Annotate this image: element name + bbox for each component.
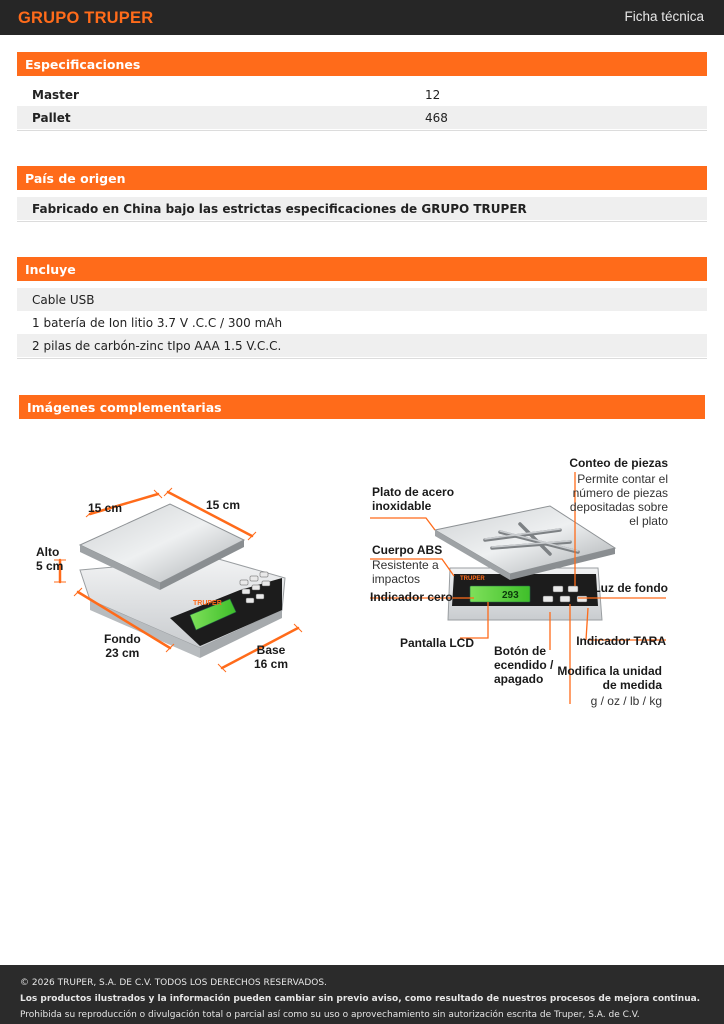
top-bar: GRUPO TRUPER Ficha técnica bbox=[0, 0, 724, 35]
spec-value: 468 bbox=[425, 111, 448, 125]
footer-legal: Prohibida su reproducción o divulgación … bbox=[20, 1010, 640, 1020]
caption-unit-note: g / oz / lb / kg bbox=[590, 694, 662, 708]
footer: © 2026 TRUPER, S.A. DE C.V. TODOS LOS DE… bbox=[0, 965, 724, 1024]
dimension-base: Base 16 cm bbox=[254, 643, 289, 671]
include-item: 1 batería de Ion litio 3.7 V .C.C / 300 … bbox=[32, 316, 283, 330]
spec-key: Master bbox=[32, 88, 79, 102]
divider bbox=[17, 358, 707, 359]
spec-row: Master 12 bbox=[17, 83, 707, 106]
dimension-width-left: 15 cm bbox=[88, 501, 123, 515]
scale-illustrations bbox=[54, 472, 666, 704]
section-header-includes: Incluye bbox=[17, 257, 707, 281]
list-item: 2 pilas de carbón-zinc tIpo AAA 1.5 V.C.… bbox=[17, 334, 707, 357]
spec-row: Pallet 468 bbox=[17, 106, 707, 129]
caption-count-note: Permite contar el número de piezas depos… bbox=[569, 472, 668, 528]
footer-notice: Los productos ilustrados y la informació… bbox=[20, 994, 701, 1004]
dimension-width-right: 15 cm bbox=[206, 498, 241, 512]
list-item: Cable USB bbox=[17, 288, 707, 311]
caption-count: Conteo de piezas bbox=[569, 456, 668, 470]
caption-plate: Plato de acero inoxidable bbox=[372, 485, 455, 513]
caption-lcd: Pantalla LCD bbox=[400, 636, 475, 650]
product-images: 15 cm 15 cm Alto 5 cm Fondo 23 cm Base 1… bbox=[30, 450, 710, 720]
origin-row: Fabricado en China bajo las estrictas es… bbox=[17, 197, 707, 220]
scale-logo-left: TRUPER bbox=[193, 600, 222, 607]
dimension-height: Alto 5 cm bbox=[36, 545, 64, 573]
caption-power: Botón de ecendido / apagado bbox=[494, 644, 554, 686]
scale-parts-view bbox=[370, 472, 666, 704]
divider bbox=[17, 221, 707, 222]
dimension-depth: Fondo 23 cm bbox=[104, 632, 141, 660]
spec-value: 12 bbox=[425, 88, 441, 102]
lcd-reading: 293 bbox=[502, 590, 519, 601]
brand-logo: GRUPO TRUPER bbox=[18, 9, 154, 27]
section-header-origin: País de origen bbox=[17, 166, 707, 190]
caption-body: Cuerpo ABS bbox=[372, 543, 443, 557]
section-header-specs: Especificaciones bbox=[17, 52, 707, 76]
document-type: Ficha técnica bbox=[624, 9, 704, 24]
spec-key: Pallet bbox=[32, 111, 71, 125]
caption-backlight: Luz de fondo bbox=[593, 581, 668, 595]
caption-unit: Modifica la unidad de medida bbox=[557, 664, 662, 692]
caption-zero: Indicador cero bbox=[370, 590, 453, 604]
section-header-images: Imágenes complementarias bbox=[19, 395, 705, 419]
caption-body-note: Resistente a impactos bbox=[372, 558, 439, 586]
include-item: 2 pilas de carbón-zinc tIpo AAA 1.5 V.C.… bbox=[32, 339, 282, 353]
caption-tare: Indicador TARA bbox=[576, 634, 666, 648]
list-item: 1 batería de Ion litio 3.7 V .C.C / 300 … bbox=[17, 311, 707, 334]
scale-dimension-view bbox=[54, 487, 303, 673]
origin-text: Fabricado en China bajo las estrictas es… bbox=[32, 202, 527, 216]
include-item: Cable USB bbox=[32, 293, 95, 307]
footer-copyright: © 2026 TRUPER, S.A. DE C.V. TODOS LOS DE… bbox=[20, 978, 327, 988]
divider bbox=[17, 130, 707, 131]
scale-logo-right: TRUPER bbox=[460, 576, 485, 582]
